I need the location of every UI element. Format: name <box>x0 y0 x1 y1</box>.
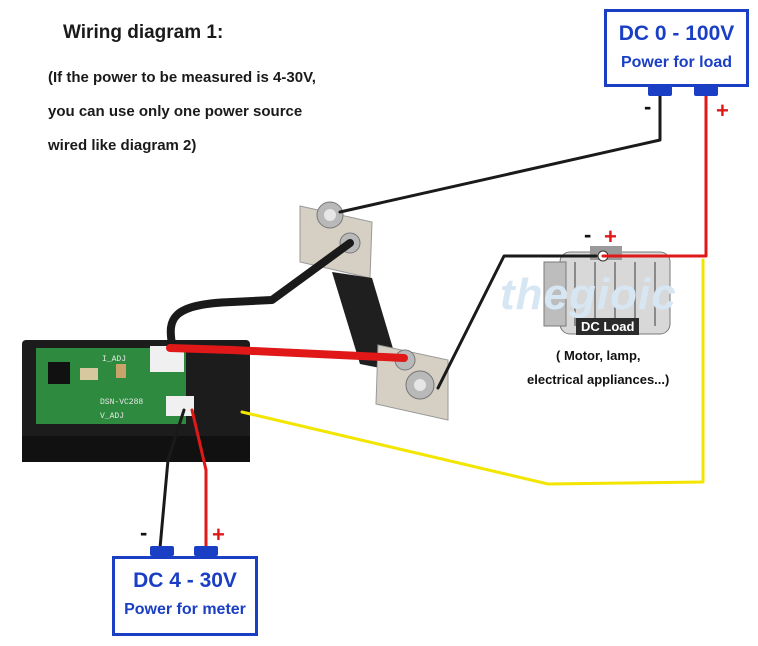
black-wire-meter-negative <box>158 408 186 550</box>
dc-load-label: DC Load <box>576 318 640 335</box>
watermark-text: thegioic <box>500 270 677 319</box>
note-line-3: wired like diagram 2) <box>48 137 197 154</box>
load-supply-minus-sign: - <box>644 94 652 119</box>
note-line-2: you can use only one power source <box>48 103 303 120</box>
note-line-1: (If the power to be measured is 4-30V, <box>48 69 316 86</box>
red-wire-meter-positive <box>190 408 208 550</box>
voltmeter-ammeter-module <box>22 340 250 462</box>
load-minus-sign: - <box>584 222 592 247</box>
meter-v-adj-label: V_ADJ <box>100 412 125 421</box>
load-supply-negative-terminal <box>648 86 672 96</box>
wires <box>158 90 708 550</box>
dc-load-note-line-2: electrical appliances...) <box>527 372 670 387</box>
yellow-wire-sense <box>240 258 705 486</box>
meter-supply-plus-sign: + <box>212 522 225 547</box>
meter-supply-voltage: DC 4 - 30V <box>133 569 237 592</box>
meter-supply-label: Power for meter <box>124 601 246 618</box>
meter-supply-minus-sign: - <box>140 520 148 545</box>
load-supply-voltage: DC 0 - 100V <box>618 22 735 45</box>
meter-supply-positive-terminal <box>194 546 218 556</box>
dc-motor <box>543 246 671 335</box>
black-wire-motor-to-shunt <box>436 254 598 390</box>
shunt-resistor <box>299 201 449 421</box>
black-wire-shunt-to-meter <box>166 239 354 348</box>
black-wire-load-negative <box>338 90 662 214</box>
load-power-supply-box: DC 0 - 100V Power for load <box>604 9 749 87</box>
meter-i-adj-label: I_ADJ <box>102 355 127 364</box>
red-wire-shunt-to-meter <box>166 344 408 362</box>
diagram-title: Wiring diagram 1: <box>63 22 224 43</box>
dc-load-note-line-1: ( Motor, lamp, <box>556 348 641 363</box>
meter-power-supply-box: DC 4 - 30V Power for meter <box>112 556 258 636</box>
load-plus-sign: + <box>604 224 617 249</box>
meter-supply-negative-terminal <box>150 546 174 556</box>
red-wire-load-positive <box>601 90 708 258</box>
meter-model-label: DSN-VC288 <box>100 398 144 407</box>
load-supply-plus-sign: + <box>716 98 729 123</box>
load-supply-label: Power for load <box>620 54 733 71</box>
load-supply-positive-terminal <box>694 86 718 96</box>
